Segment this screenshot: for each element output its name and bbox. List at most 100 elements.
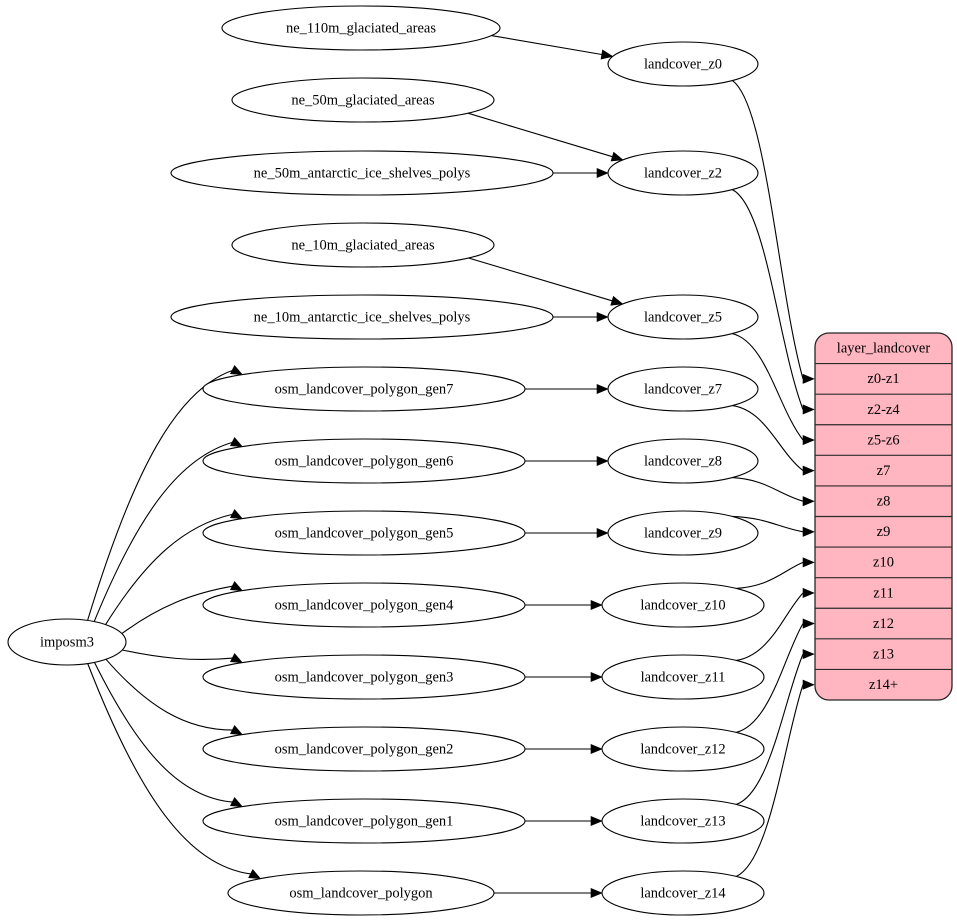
edge-landcover_z8-to-layer-landcover-z8-arrowhead [802, 496, 815, 507]
node-osm_landcover_polygon_gen4[interactable]: osm_landcover_polygon_gen4 [202, 582, 526, 628]
edge-landcover_z0-to-layer-landcover-z0-z1-arrowhead [802, 373, 815, 384]
table-row-z7[interactable]: z7 [877, 463, 891, 479]
node-ne_10m_antarctic_ice_shelves_polys[interactable]: ne_10m_antarctic_ice_shelves_polys [170, 294, 554, 340]
node-ellipse-shape [231, 222, 495, 268]
node-osm_landcover_polygon_gen5[interactable]: osm_landcover_polygon_gen5 [202, 510, 526, 556]
edge-landcover_z5-to-layer-landcover-z5-z6 [732, 333, 804, 441]
node-ne_10m_glaciated_areas[interactable]: ne_10m_glaciated_areas [231, 222, 495, 268]
node-label: landcover_z8 [644, 453, 722, 469]
node-osm_landcover_polygon_gen6[interactable]: osm_landcover_polygon_gen6 [202, 438, 526, 484]
node-landcover_z2[interactable]: landcover_z2 [607, 150, 759, 196]
node-osm_landcover_polygon_gen3[interactable]: osm_landcover_polygon_gen3 [202, 654, 526, 700]
node-landcover_z12[interactable]: landcover_z12 [601, 726, 765, 772]
node-ellipse-shape [601, 870, 765, 916]
edge-landcover_z8-to-layer-landcover-z8 [732, 477, 804, 502]
edge-osm_landcover_polygon_gen3-to-landcover-z11-arrowhead [590, 671, 603, 683]
table-row-z9[interactable]: z9 [877, 524, 891, 540]
edge-landcover_z11-to-layer-landcover-z11 [736, 592, 804, 661]
node-ellipse-shape [202, 438, 526, 484]
node-landcover_z13[interactable]: landcover_z13 [601, 798, 765, 844]
node-label: osm_landcover_polygon_gen6 [275, 453, 454, 469]
node-label: landcover_z14 [640, 885, 726, 901]
table-row-z14-[interactable]: z14+ [869, 677, 898, 693]
node-label: landcover_z7 [644, 381, 722, 397]
edge-ne_10m_glaciated_areas-to-landcover-z5-arrowhead [610, 295, 624, 306]
node-label: osm_landcover_polygon_gen3 [275, 669, 454, 685]
node-ellipse-shape [7, 618, 127, 666]
node-landcover_z0[interactable]: landcover_z0 [607, 41, 759, 87]
edge-landcover_z14-to-layer-landcover-z14--arrowhead [802, 679, 815, 690]
table-row-z13[interactable]: z13 [873, 646, 894, 662]
node-label: imposm3 [40, 634, 94, 650]
edge-ne_110m_glaciated_areas-to-landcover-z0 [491, 35, 602, 56]
node-ellipse-shape [202, 510, 526, 556]
node-ellipse-shape [227, 870, 495, 916]
node-osm_landcover_polygon_gen2[interactable]: osm_landcover_polygon_gen2 [202, 726, 526, 772]
node-landcover_z8[interactable]: landcover_z8 [607, 438, 759, 484]
node-imposm3[interactable]: imposm3 [7, 618, 127, 666]
edge-ne_10m_antarctic_ice_shelves_polys-to-landcover-z5-arrowhead [596, 311, 609, 323]
node-ellipse-shape [601, 654, 765, 700]
node-ellipse-shape [202, 654, 526, 700]
node-landcover_z14[interactable]: landcover_z14 [601, 870, 765, 916]
edge-landcover_z2-to-layer-landcover-z2-z4 [732, 189, 804, 410]
node-osm_landcover_polygon[interactable]: osm_landcover_polygon [227, 870, 495, 916]
edge-landcover_z5-to-layer-landcover-z5-z6-arrowhead [802, 434, 815, 446]
node-label: landcover_z2 [644, 165, 722, 181]
edge-osm_landcover_polygon-to-landcover-z14-arrowhead [590, 887, 603, 899]
table-row-z5-z6[interactable]: z5-z6 [867, 432, 899, 448]
edge-imposm3-to-osm-landcover-polygon-gen4 [121, 585, 234, 635]
edge-landcover_z10-to-layer-landcover-z10-arrowhead [802, 557, 815, 568]
edge-landcover_z9-to-layer-landcover-z9 [732, 515, 804, 533]
node-label: ne_50m_glaciated_areas [291, 92, 435, 108]
node-label: osm_landcover_polygon [289, 885, 433, 901]
node-label: landcover_z11 [641, 669, 726, 685]
edge-imposm3-to-osm-landcover-polygon-gen6-arrowhead [229, 437, 244, 447]
edge-layer [87, 35, 815, 899]
table-row-z12[interactable]: z12 [873, 616, 894, 632]
node-ellipse-shape [607, 294, 759, 340]
edge-imposm3-to-osm-landcover-polygon-gen5-arrowhead [229, 509, 244, 519]
edge-imposm3-to-osm-landcover-polygon-gen6 [93, 441, 234, 622]
node-label: ne_10m_glaciated_areas [291, 237, 435, 253]
node-label: landcover_z5 [644, 309, 722, 325]
node-landcover_z7[interactable]: landcover_z7 [607, 366, 759, 412]
edge-imposm3-to-osm-landcover-polygon-gen7-arrowhead [229, 365, 244, 375]
node-osm_landcover_polygon_gen7[interactable]: osm_landcover_polygon_gen7 [202, 366, 526, 412]
edge-osm_landcover_polygon_gen7-to-landcover-z7-arrowhead [596, 383, 609, 395]
node-label: osm_landcover_polygon_gen1 [275, 813, 454, 829]
edge-imposm3-to-osm-landcover-polygon-gen2-arrowhead [229, 725, 244, 735]
node-ne_50m_glaciated_areas[interactable]: ne_50m_glaciated_areas [231, 77, 495, 123]
node-ellipse-shape [170, 150, 554, 196]
edge-imposm3-to-osm-landcover-polygon-gen1-arrowhead [229, 797, 244, 807]
node-ellipse-shape [607, 41, 759, 87]
edge-ne_50m_glaciated_areas-to-landcover-z2 [467, 112, 613, 158]
node-osm_landcover_polygon_gen1[interactable]: osm_landcover_polygon_gen1 [202, 798, 526, 844]
table-row-z2-z4[interactable]: z2-z4 [867, 402, 900, 418]
node-landcover_z9[interactable]: landcover_z9 [607, 510, 759, 556]
edge-landcover_z10-to-layer-landcover-z10 [736, 561, 804, 589]
node-landcover_z5[interactable]: landcover_z5 [607, 294, 759, 340]
edge-imposm3-to-osm-landcover-polygon-arrowhead [248, 869, 262, 879]
node-ellipse-shape [607, 438, 759, 484]
table-row-z8[interactable]: z8 [877, 494, 891, 510]
node-landcover_z11[interactable]: landcover_z11 [601, 654, 765, 700]
table-row-z10[interactable]: z10 [873, 555, 894, 571]
edge-landcover_z9-to-layer-landcover-z9-arrowhead [802, 526, 815, 537]
table-row-z0-z1[interactable]: z0-z1 [867, 371, 899, 387]
node-ellipse-shape [202, 366, 526, 412]
edge-osm_landcover_polygon_gen4-to-landcover-z10-arrowhead [590, 599, 603, 611]
node-ne_110m_glaciated_areas[interactable]: ne_110m_glaciated_areas [221, 5, 501, 51]
table-row-z11[interactable]: z11 [873, 585, 893, 601]
edge-landcover_z12-to-layer-landcover-z12-arrowhead [802, 618, 815, 629]
edge-imposm3-to-osm-landcover-polygon-gen1 [94, 662, 234, 803]
edge-landcover_z13-to-layer-landcover-z13-arrowhead [802, 649, 815, 660]
node-label: osm_landcover_polygon_gen2 [275, 741, 454, 757]
edge-imposm3-to-osm-landcover-polygon-gen4-arrowhead [229, 581, 244, 591]
table-node-layer-landcover[interactable]: layer_landcoverz0-z1z2-z4z5-z6z7z8z9z10z… [814, 332, 953, 701]
node-landcover_z10[interactable]: landcover_z10 [601, 582, 765, 628]
node-ne_50m_antarctic_ice_shelves_polys[interactable]: ne_50m_antarctic_ice_shelves_polys [170, 150, 554, 196]
node-ellipse-shape [202, 582, 526, 628]
edge-osm_landcover_polygon_gen6-to-landcover-z8-arrowhead [596, 455, 609, 467]
